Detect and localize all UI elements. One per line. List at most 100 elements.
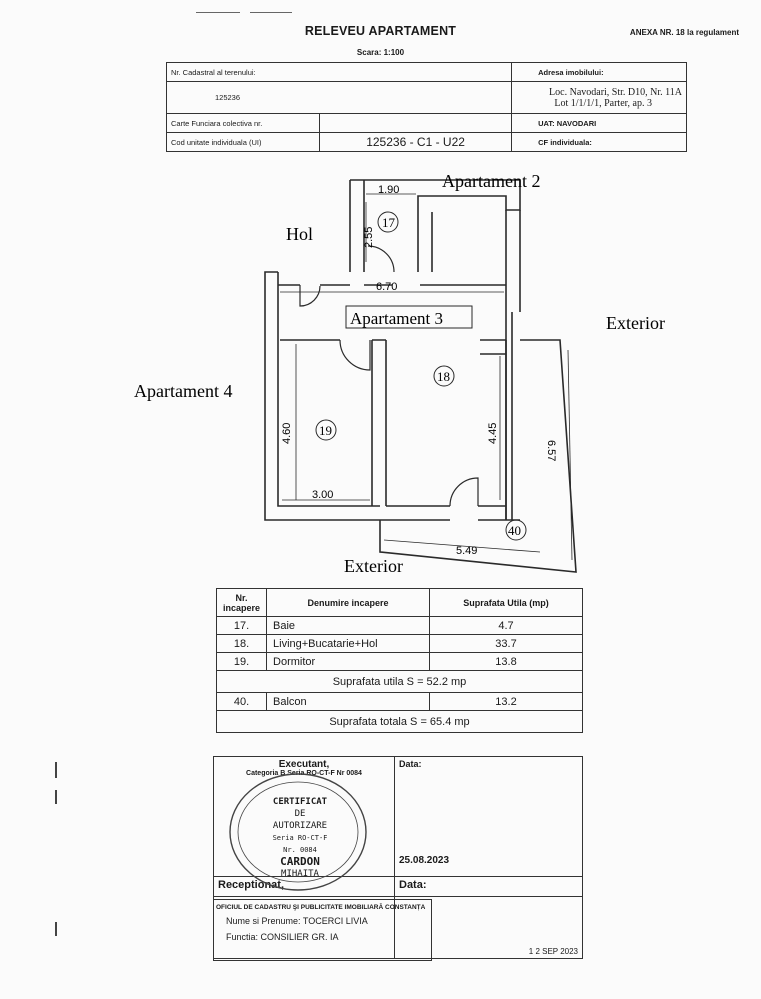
edge-mark	[55, 922, 57, 936]
stamp-seal	[229, 773, 367, 891]
address-value: Loc. Navodari, Str. D10, Nr. 11A Lot 1/1…	[511, 81, 687, 114]
ui-value: 125236 - C1 - U22	[318, 132, 513, 152]
row-name: Balcon	[266, 692, 430, 711]
dim-balcony-width: 5.49	[456, 545, 477, 557]
table-row: 17. Baie 4.7	[215, 616, 583, 635]
table-row: 18. Living+Bucatarie+Hol 33.7	[215, 634, 583, 653]
dim-bath-width: 1.90	[378, 184, 399, 196]
stamp-line: Seria RO-CT-F	[272, 834, 328, 842]
signature-table: Executant, Categoria B Seria RO-CT-F Nr …	[213, 756, 583, 959]
cadastral-value: 125236	[165, 81, 513, 114]
header-area: Suprafata Utila (mp)	[429, 588, 583, 617]
header-nr: Nr. incapere	[215, 588, 268, 617]
neighbor-hall-label: Hol	[286, 224, 313, 244]
wall	[505, 210, 521, 520]
room-circle	[505, 519, 527, 541]
stamp-line: MIHAITA	[281, 869, 319, 879]
wall	[280, 339, 387, 506]
room-number-40: 40	[508, 523, 521, 538]
room-circle	[377, 211, 399, 233]
wall	[480, 339, 506, 355]
office-line2: Nume si Prenume: TOCERCI LIVIA	[226, 916, 368, 926]
reception-cell	[213, 896, 395, 959]
neighbor-left-label: Apartament 4	[134, 381, 232, 401]
row-area: 33.7	[429, 634, 583, 653]
address-line1: Loc. Navodari, Str. D10, Nr. 11A	[549, 86, 682, 98]
row-nr: 40.	[215, 692, 268, 711]
date-label-2: Data:	[394, 876, 583, 897]
date-cell: Data: 25.08.2023	[394, 756, 583, 877]
top-dash	[196, 12, 240, 13]
row-name: Baie	[266, 616, 430, 635]
rooms-table: Nr. incapere Denumire incapere Suprafata…	[215, 588, 583, 733]
date-value: 25.08.2023	[399, 855, 450, 866]
door-swing	[339, 339, 371, 371]
top-dash	[250, 12, 292, 13]
neighbor-bottom-label: Exterior	[344, 556, 403, 576]
dim-line	[383, 539, 541, 553]
dim-living-height: 4.45	[487, 423, 499, 444]
executant-label: Executant,	[278, 759, 330, 770]
address-line2: Lot 1/1/1/1, Parter, ap. 3	[554, 97, 652, 109]
edge-mark	[55, 790, 57, 804]
document-title: RELEVEU APARTAMENT	[304, 24, 457, 38]
useful-total: Suprafata utila S = 52.2 mp	[216, 670, 583, 693]
stamp-line: CARDON	[280, 855, 320, 868]
executant-cell: Executant, Categoria B Seria RO-CT-F Nr …	[213, 756, 395, 877]
stamp-line: CERTIFICAT	[272, 797, 328, 807]
stamp-line: DE	[294, 809, 306, 819]
table-row: 40. Balcon 13.2	[215, 692, 583, 711]
cf-individual-label: CF individuala:	[511, 132, 687, 152]
dim-hall-width: 6.70	[376, 281, 397, 293]
reception-date-cell: 1 2 SEP 2023	[394, 896, 583, 959]
row-name: Living+Bucatarie+Hol	[266, 634, 430, 653]
door-swing	[449, 477, 479, 507]
office-line3: Functia: CONSILIER GR. IA	[226, 932, 339, 942]
annex-label: ANEXA NR. 18 la regulament	[629, 28, 739, 37]
office-line1: OFICIUL DE CADASTRU ŞI PUBLICITATE IMOBI…	[216, 904, 426, 911]
stamp-line: Nr. 0084	[283, 846, 317, 854]
dim-bedroom-width: 3.00	[312, 489, 333, 501]
row-area: 13.2	[429, 692, 583, 711]
room-circle	[315, 419, 337, 441]
dim-bath-height: 2.55	[363, 227, 375, 248]
header-name: Denumire incapere	[266, 588, 430, 617]
apartment-label: Apartament 3	[350, 309, 443, 328]
row-nr: 19.	[215, 652, 268, 671]
neighbor-top-label: Apartament 2	[442, 171, 540, 191]
table-row: 19. Dormitor 13.8	[215, 652, 583, 671]
balcony-outline	[379, 339, 577, 573]
wall	[264, 271, 380, 521]
row-area: 4.7	[429, 616, 583, 635]
room-number-17: 17	[382, 215, 396, 230]
dim-line	[567, 349, 573, 561]
neighbor-right-label: Exterior	[606, 313, 665, 333]
balcony-glazing	[505, 312, 513, 520]
row-name: Dormitor	[266, 652, 430, 671]
footer-date: 1 2 SEP 2023	[528, 947, 578, 956]
wall	[380, 505, 520, 521]
edge-mark	[55, 762, 57, 778]
wall	[277, 272, 380, 507]
door-swing	[299, 285, 321, 307]
row-nr: 18.	[215, 634, 268, 653]
room-number-19: 19	[319, 423, 332, 438]
dim-balcony-height: 6.57	[545, 440, 557, 461]
stamp-line: AUTORIZARE	[272, 821, 328, 831]
ui-label: Cod unitate individuala (UI)	[166, 132, 320, 152]
door-swing	[367, 245, 395, 273]
office-stamp: OFICIUL DE CADASTRU ŞI PUBLICITATE IMOBI…	[213, 899, 432, 961]
date-label: Data:	[399, 759, 422, 769]
apartment-label-frame	[345, 305, 473, 329]
room-circle	[433, 365, 455, 387]
room-number-18: 18	[437, 369, 450, 384]
row-nr: 17.	[215, 616, 268, 635]
info-table: Nr. Cadastral al terenului: Adresa imobi…	[165, 62, 687, 152]
stamp-text: CERTIFICAT DE AUTORIZARE Seria RO-CT-F N…	[240, 796, 360, 880]
dim-bedroom-height: 4.60	[281, 423, 293, 444]
grand-total: Suprafata totala S = 65.4 mp	[216, 710, 583, 733]
row-area: 13.8	[429, 652, 583, 671]
scale-label: Scara: 1:100	[356, 48, 405, 57]
wall	[349, 180, 365, 272]
